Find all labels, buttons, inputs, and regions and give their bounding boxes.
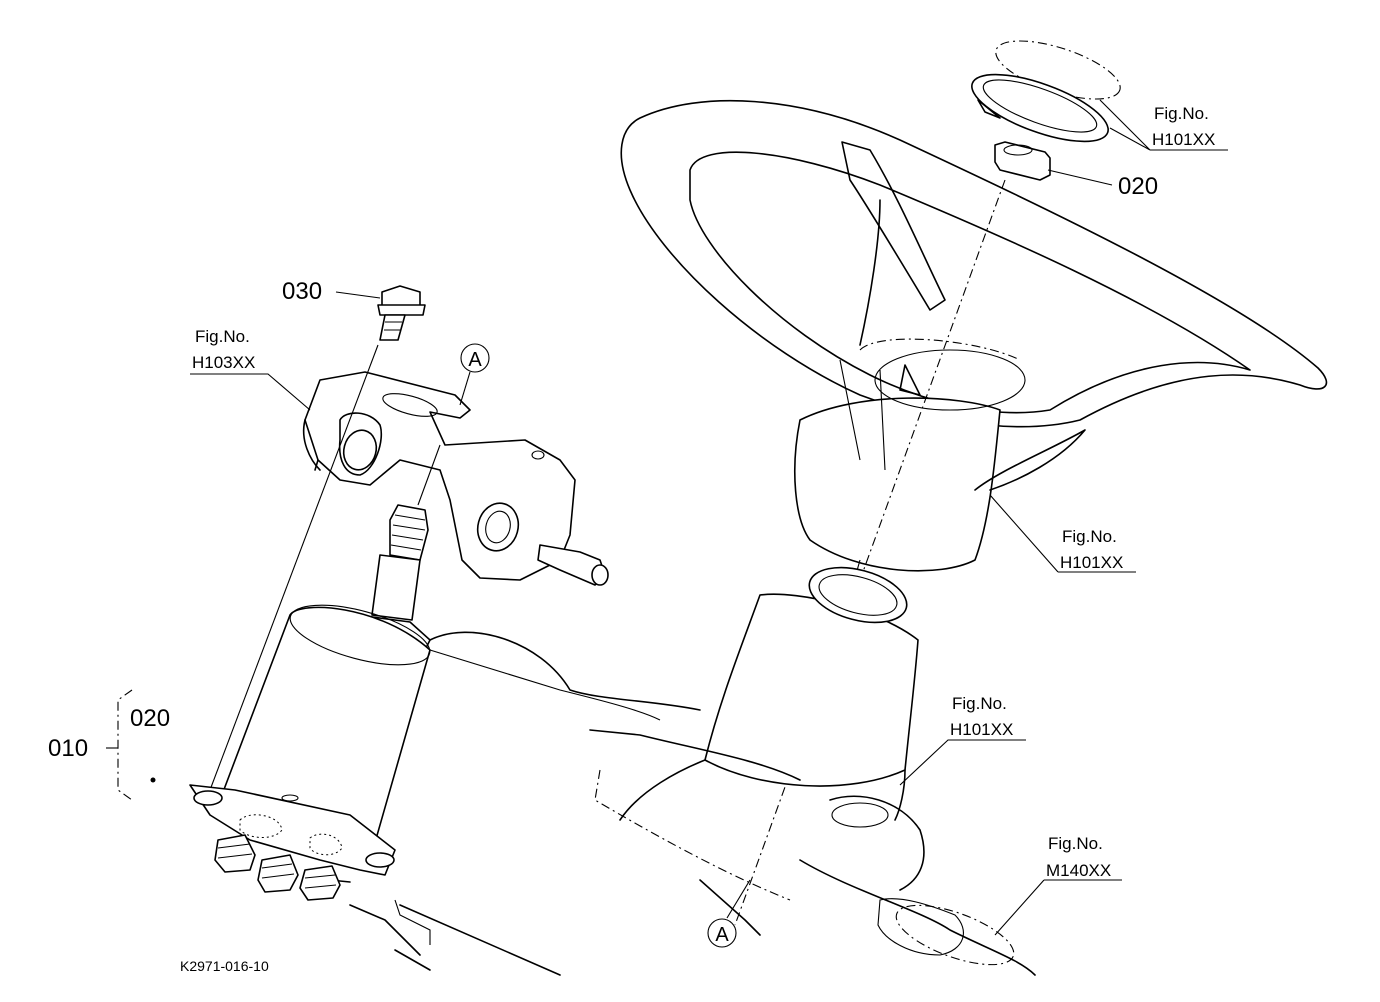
- fig-ref-column-line2: H101XX: [950, 720, 1013, 739]
- fig-ref-column-line1: Fig.No.: [952, 694, 1007, 713]
- steering-column: [619, 566, 919, 821]
- fig-ref-wheel-line2: H101XX: [1060, 553, 1123, 572]
- shaft-axis: [417, 444, 441, 506]
- drawing-id: K2971-016-10: [180, 958, 269, 974]
- fig-ref-frame-line2: M140XX: [1046, 861, 1111, 880]
- leader-lines: [106, 99, 1228, 936]
- steering-wheel: [620, 99, 1328, 572]
- steering-cap: [971, 40, 1121, 143]
- fig-ref-frame-line1: Fig.No.: [1048, 834, 1103, 853]
- callout-a-bottom: A: [707, 918, 737, 948]
- callout-a-bottom-text: A: [715, 924, 729, 946]
- callout-a-top: A: [460, 343, 490, 373]
- label-010: 010: [48, 735, 88, 762]
- fig-ref-bracket-line2: H103XX: [192, 353, 255, 372]
- label-030: 030: [282, 278, 322, 305]
- steering-unit: [189, 504, 431, 901]
- fig-ref-cap-line2: H101XX: [1152, 130, 1215, 149]
- fig-ref-cap-line1: Fig.No.: [1154, 104, 1209, 123]
- steering-axis: [734, 179, 1006, 926]
- label-020-nut: 020: [1118, 173, 1158, 200]
- bolt: [377, 285, 426, 341]
- label-020-unit: 020: [130, 705, 170, 732]
- bolt-axis: [209, 344, 379, 791]
- fig-ref-bracket-line1: Fig.No.: [195, 327, 250, 346]
- fig-ref-wheel-line1: Fig.No.: [1062, 527, 1117, 546]
- frame: [329, 631, 1036, 976]
- steering-nut: [994, 141, 1051, 181]
- mounting-bracket: [302, 371, 609, 586]
- callout-a-top-text: A: [468, 349, 482, 371]
